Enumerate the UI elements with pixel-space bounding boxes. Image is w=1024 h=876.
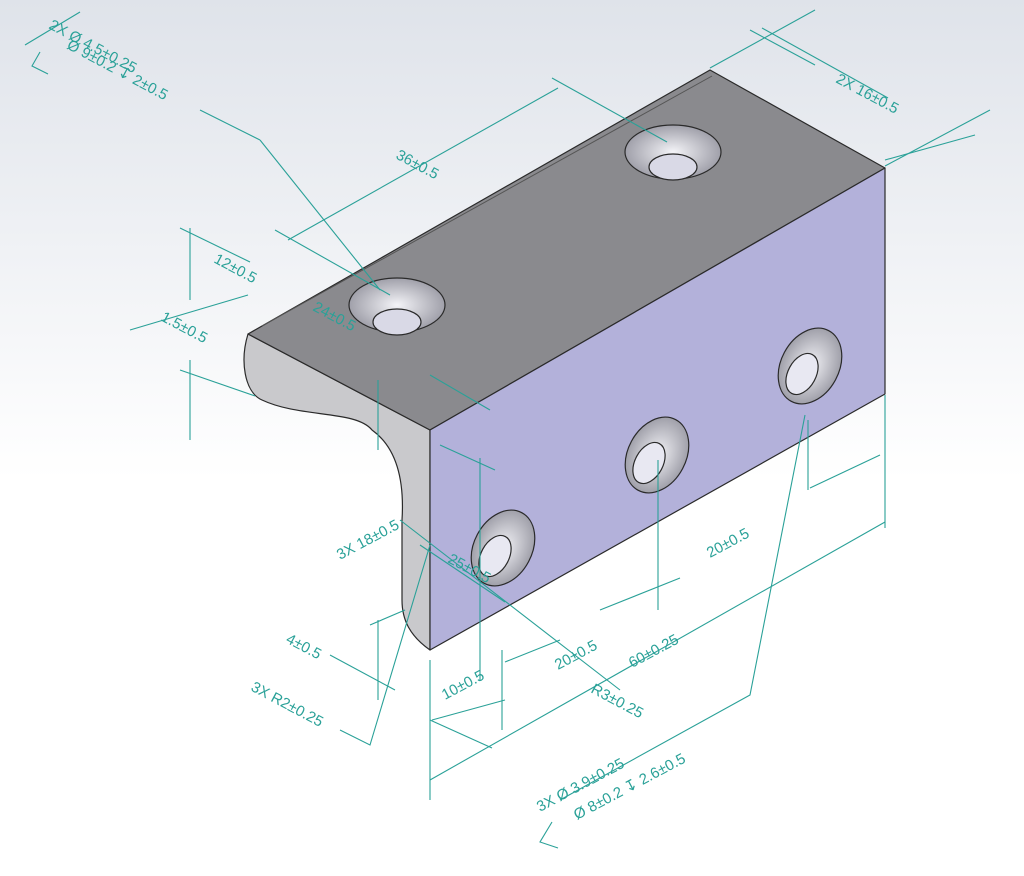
bend-side-face xyxy=(243,333,431,651)
front-hole-right xyxy=(777,327,843,405)
top-hole-left xyxy=(348,277,446,336)
csk-top-underline xyxy=(24,11,81,46)
csk-top-leader xyxy=(259,139,381,291)
bracket-part xyxy=(243,69,886,651)
front-hole-left xyxy=(470,509,536,587)
callout-brackets xyxy=(31,51,559,849)
front-face xyxy=(429,167,886,651)
front-hole-middle xyxy=(624,416,690,494)
top-edge-fillet xyxy=(261,75,713,327)
top-hole-right xyxy=(624,124,722,181)
dimension-lines xyxy=(24,9,991,801)
